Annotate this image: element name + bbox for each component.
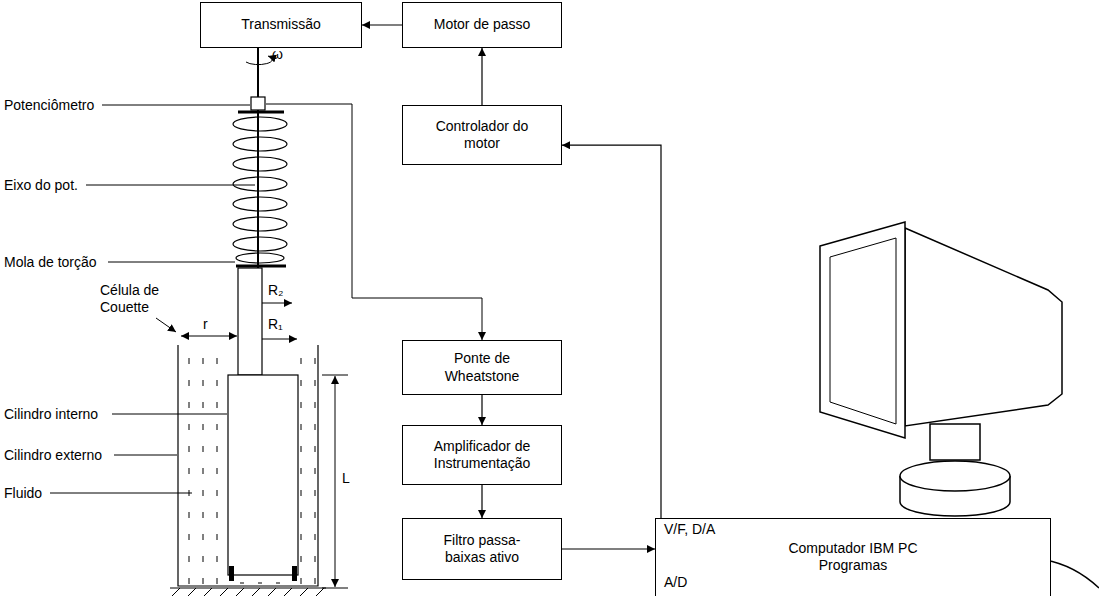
leader-line bbox=[108, 262, 235, 263]
leader-line bbox=[50, 493, 192, 494]
process-box: V/F, D/AComputador IBM PCProgramasA/D bbox=[655, 518, 1051, 596]
signal-arrow bbox=[562, 145, 661, 518]
inner-cylinder bbox=[228, 375, 298, 575]
process-box: Ponte de Wheatstone bbox=[402, 340, 562, 395]
signal-arrow bbox=[562, 548, 655, 549]
rod bbox=[238, 268, 262, 375]
torsion-spring bbox=[233, 117, 287, 263]
part-label: R₁ bbox=[268, 316, 283, 333]
dimension-line bbox=[335, 376, 336, 587]
fluid-dash bbox=[258, 583, 262, 584]
box-text: Controlador do motor bbox=[427, 118, 537, 153]
signal-arrow bbox=[481, 485, 482, 518]
dimension-tick bbox=[322, 375, 348, 376]
leader-arrow bbox=[156, 318, 176, 332]
spring-top-plate bbox=[238, 111, 284, 114]
fluid bbox=[300, 350, 317, 584]
cylinder-foot bbox=[292, 566, 297, 581]
ground-hatch bbox=[172, 588, 324, 596]
radius-arrow bbox=[262, 303, 292, 304]
spring-coil bbox=[233, 117, 287, 131]
part-label: Cilindro interno bbox=[4, 406, 98, 423]
fluid bbox=[180, 350, 227, 584]
fluid-dash bbox=[276, 583, 280, 584]
leader-line bbox=[114, 455, 177, 456]
part-label: Mola de torção bbox=[4, 254, 97, 271]
monitor-body bbox=[905, 228, 1062, 426]
part-label: r bbox=[203, 316, 208, 333]
box-text: Computador IBM PC bbox=[656, 540, 1050, 558]
part-label: ω bbox=[272, 46, 283, 63]
part-label: L bbox=[342, 470, 350, 487]
spring-coil bbox=[233, 237, 287, 251]
monitor-base-top bbox=[900, 461, 1010, 491]
part-label: Eixo do pot. bbox=[4, 177, 78, 194]
signal-arrow bbox=[481, 395, 482, 425]
spring-coil bbox=[233, 157, 287, 171]
cylinder-foot bbox=[229, 566, 234, 581]
radius-arrow bbox=[262, 339, 297, 340]
signal-arrow bbox=[362, 24, 402, 25]
box-text: Ponte de Wheatstone bbox=[432, 350, 532, 385]
process-box: Motor de passo bbox=[402, 2, 562, 48]
spring-coil bbox=[233, 177, 287, 191]
spring-coil bbox=[233, 197, 287, 211]
monitor-bezel bbox=[820, 222, 905, 438]
outer-cylinder bbox=[178, 345, 318, 586]
process-box: Amplificador de Instrumentação bbox=[402, 425, 562, 485]
box-text: V/F, D/A bbox=[664, 521, 715, 539]
monitor-screen bbox=[830, 238, 896, 424]
leader-lines bbox=[50, 105, 255, 493]
box-text: Transmissão bbox=[241, 16, 321, 34]
rotation-arrow bbox=[246, 56, 272, 65]
box-text: Amplificador de Instrumentação bbox=[420, 438, 545, 473]
process-box: Filtro passa-baixas ativo bbox=[402, 518, 562, 580]
spring-bottom-plate bbox=[236, 265, 286, 268]
potentiometer-symbol bbox=[251, 97, 265, 110]
fluid-dash bbox=[240, 583, 244, 584]
part-label: Potenciômetro bbox=[4, 97, 94, 114]
spring-coil bbox=[233, 137, 287, 151]
spring-coil bbox=[233, 217, 287, 231]
leader-line bbox=[102, 105, 250, 106]
part-label: R₂ bbox=[268, 282, 284, 299]
signal-arrow bbox=[481, 48, 482, 105]
box-text: A/D bbox=[664, 574, 687, 592]
box-text: Programas bbox=[656, 557, 1050, 575]
ground-line bbox=[170, 588, 326, 589]
spring-coil bbox=[236, 253, 284, 263]
radius-arrow bbox=[181, 336, 237, 337]
shaft bbox=[257, 48, 259, 268]
box-text: Filtro passa-baixas ativo bbox=[432, 532, 532, 567]
part-label: Cilindro externo bbox=[4, 447, 102, 464]
leader-line bbox=[112, 414, 227, 415]
monitor-neck bbox=[930, 424, 980, 460]
process-box: Transmissão bbox=[200, 2, 362, 48]
dimension-tick bbox=[322, 588, 348, 589]
part-label: Fluido bbox=[4, 485, 42, 502]
leader-line bbox=[86, 185, 255, 186]
part-label: Célula de Couette bbox=[100, 282, 172, 316]
cable bbox=[1045, 560, 1099, 588]
box-text: Motor de passo bbox=[434, 16, 531, 34]
process-box: Controlador do motor bbox=[402, 105, 562, 165]
